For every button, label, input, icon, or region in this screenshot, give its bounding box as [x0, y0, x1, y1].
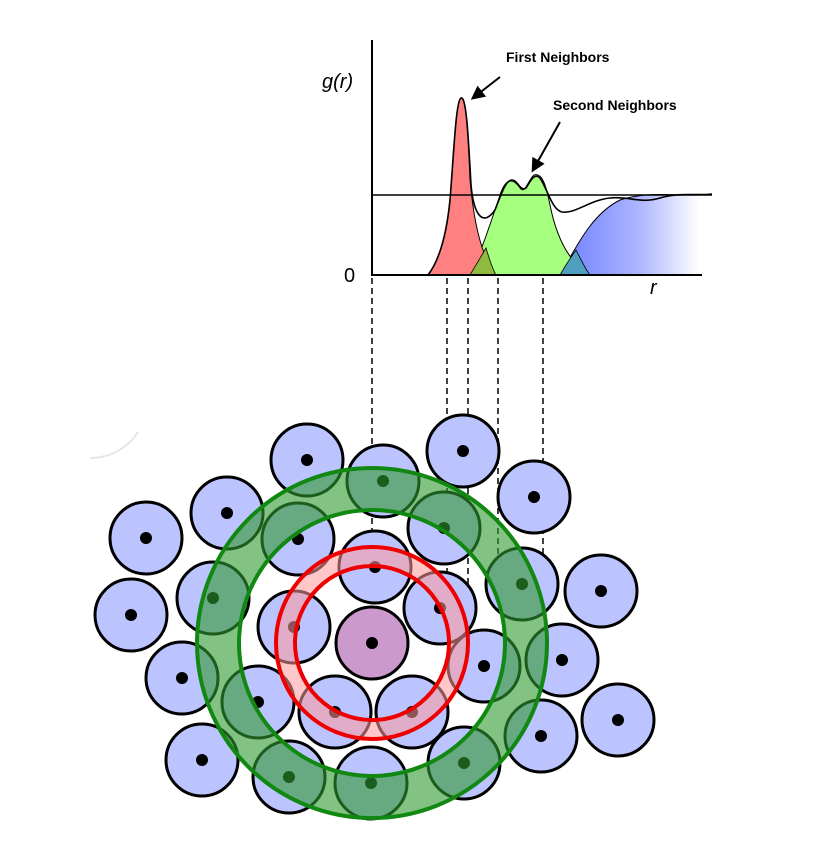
tail-distribution — [560, 194, 700, 275]
particle-center-dot — [556, 654, 568, 666]
overlap-second-tail — [559, 249, 591, 276]
first-neighbors-label: First Neighbors — [506, 49, 610, 65]
second-neighbors-label: Second Neighbors — [553, 97, 677, 113]
particle-center-dot — [612, 714, 624, 726]
first-shell-outer-ring — [274, 545, 470, 741]
center-particle-dot — [366, 637, 378, 649]
particle-center-dot — [221, 507, 233, 519]
particle-center-dot — [125, 609, 137, 621]
particle-center-dot — [535, 730, 547, 742]
particle-center-dot — [196, 754, 208, 766]
overlap-first-second — [469, 246, 497, 276]
rdf-plot: g(r) r 0 First Neighbors Second Neighbor… — [322, 40, 713, 299]
second-neighbors-arrow — [531, 121, 561, 173]
total-gr-curve — [427, 97, 713, 276]
y-axis-label: g(r) — [322, 71, 353, 93]
faint-arc — [89, 431, 139, 459]
first-shell-inner-ring — [293, 564, 451, 722]
neighbor-shells — [195, 466, 549, 820]
second-shell-inner-ring — [237, 508, 507, 778]
reference-particle — [334, 605, 410, 681]
particle-center-dot — [528, 491, 540, 503]
first-shell-band — [277, 548, 467, 738]
particle-center-dot — [457, 445, 469, 457]
second-shell-outer-ring — [195, 466, 549, 820]
particle-center-dot — [301, 454, 313, 466]
particle-center-dot — [140, 532, 152, 544]
particle-center-dot — [176, 672, 188, 684]
second-shell-band — [197, 468, 547, 818]
origin-label: 0 — [344, 265, 355, 287]
particle-center-dot — [595, 585, 607, 597]
particle-center-dot — [478, 660, 490, 672]
x-axis-label: r — [650, 277, 658, 299]
first-neighbors-arrow — [470, 76, 501, 100]
